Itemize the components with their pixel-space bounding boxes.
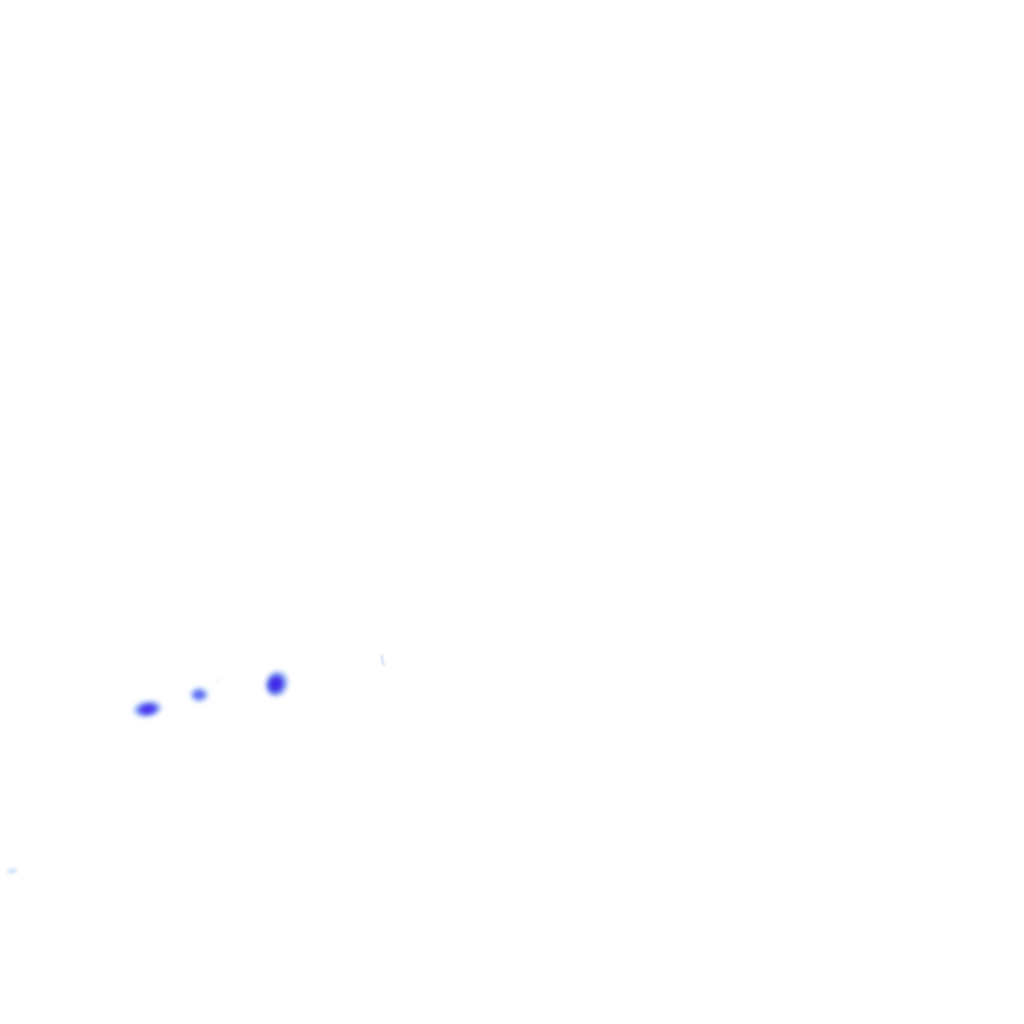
heat-blob-middle	[189, 686, 209, 702]
heat-blob-right	[260, 665, 294, 701]
heat-blob-left	[130, 697, 164, 719]
faint-dash	[5, 867, 19, 875]
faint-crescent	[379, 649, 395, 669]
faint-speck	[214, 678, 222, 684]
